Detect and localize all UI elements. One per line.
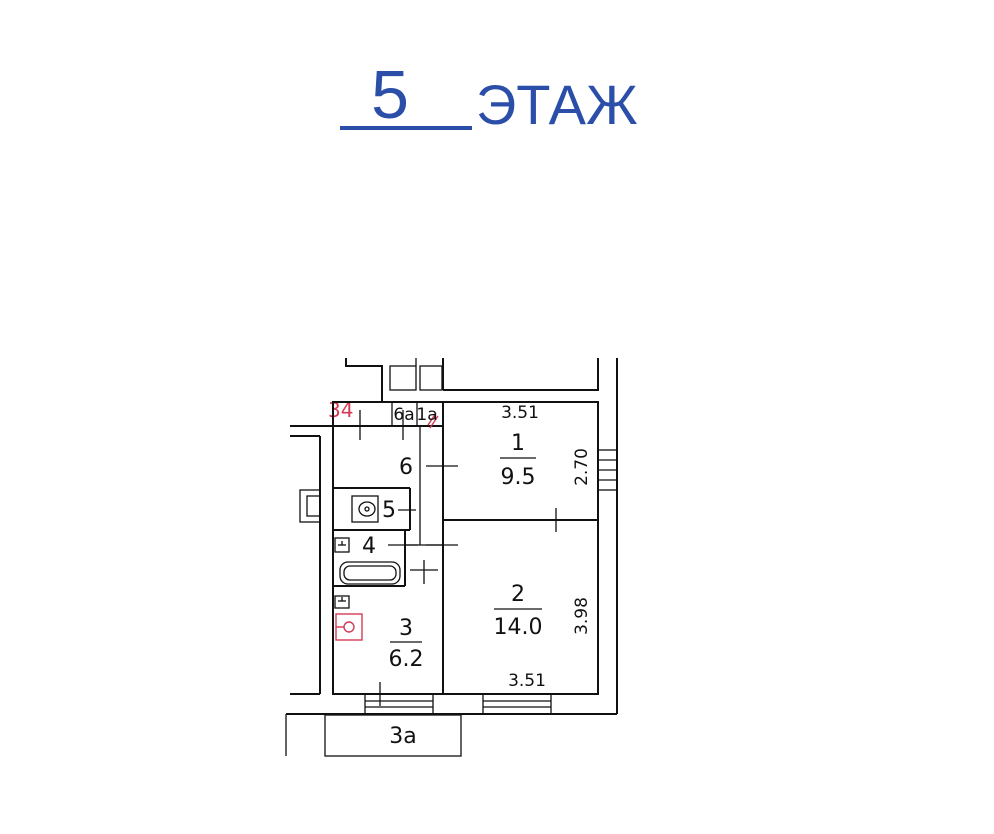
window-room3 (364, 693, 434, 715)
kitchen-sink-icon (334, 595, 350, 609)
floor-word: ЭТАЖ (476, 73, 638, 136)
stove-icon (335, 613, 363, 641)
room-5-number: 5 (382, 498, 396, 523)
room-2-depth: 3.98 (572, 597, 592, 635)
building-walls (286, 358, 618, 715)
room-1-depth: 2.70 (572, 448, 592, 486)
ventilation-shafts (389, 358, 443, 391)
room-3a-number: 3a (389, 724, 416, 749)
room-3-area: 6.2 (389, 647, 424, 672)
door-markers (359, 410, 572, 706)
room-1-number: 1 (511, 431, 525, 456)
room-6a-number: 6a (393, 405, 414, 425)
bathtub-icon (339, 561, 401, 585)
sink-icon (334, 537, 350, 553)
balcony (597, 449, 618, 491)
hatch-icon (427, 412, 439, 429)
room-1-width: 3.51 (501, 403, 539, 423)
room-6-number: 6 (399, 455, 413, 480)
room-2-number: 2 (511, 582, 525, 607)
room-1-area: 9.5 (501, 465, 536, 490)
room-1a-number: 1a (416, 405, 437, 425)
window-room2 (482, 693, 552, 715)
room-4-number: 4 (362, 534, 376, 559)
room-2-area: 14.0 (494, 615, 543, 640)
floor-number: 5 (371, 57, 409, 133)
neighbour-details (285, 489, 462, 757)
room-2-width: 3.51 (508, 671, 546, 691)
room-3-number: 3 (399, 616, 413, 641)
toilet-icon (351, 495, 379, 523)
